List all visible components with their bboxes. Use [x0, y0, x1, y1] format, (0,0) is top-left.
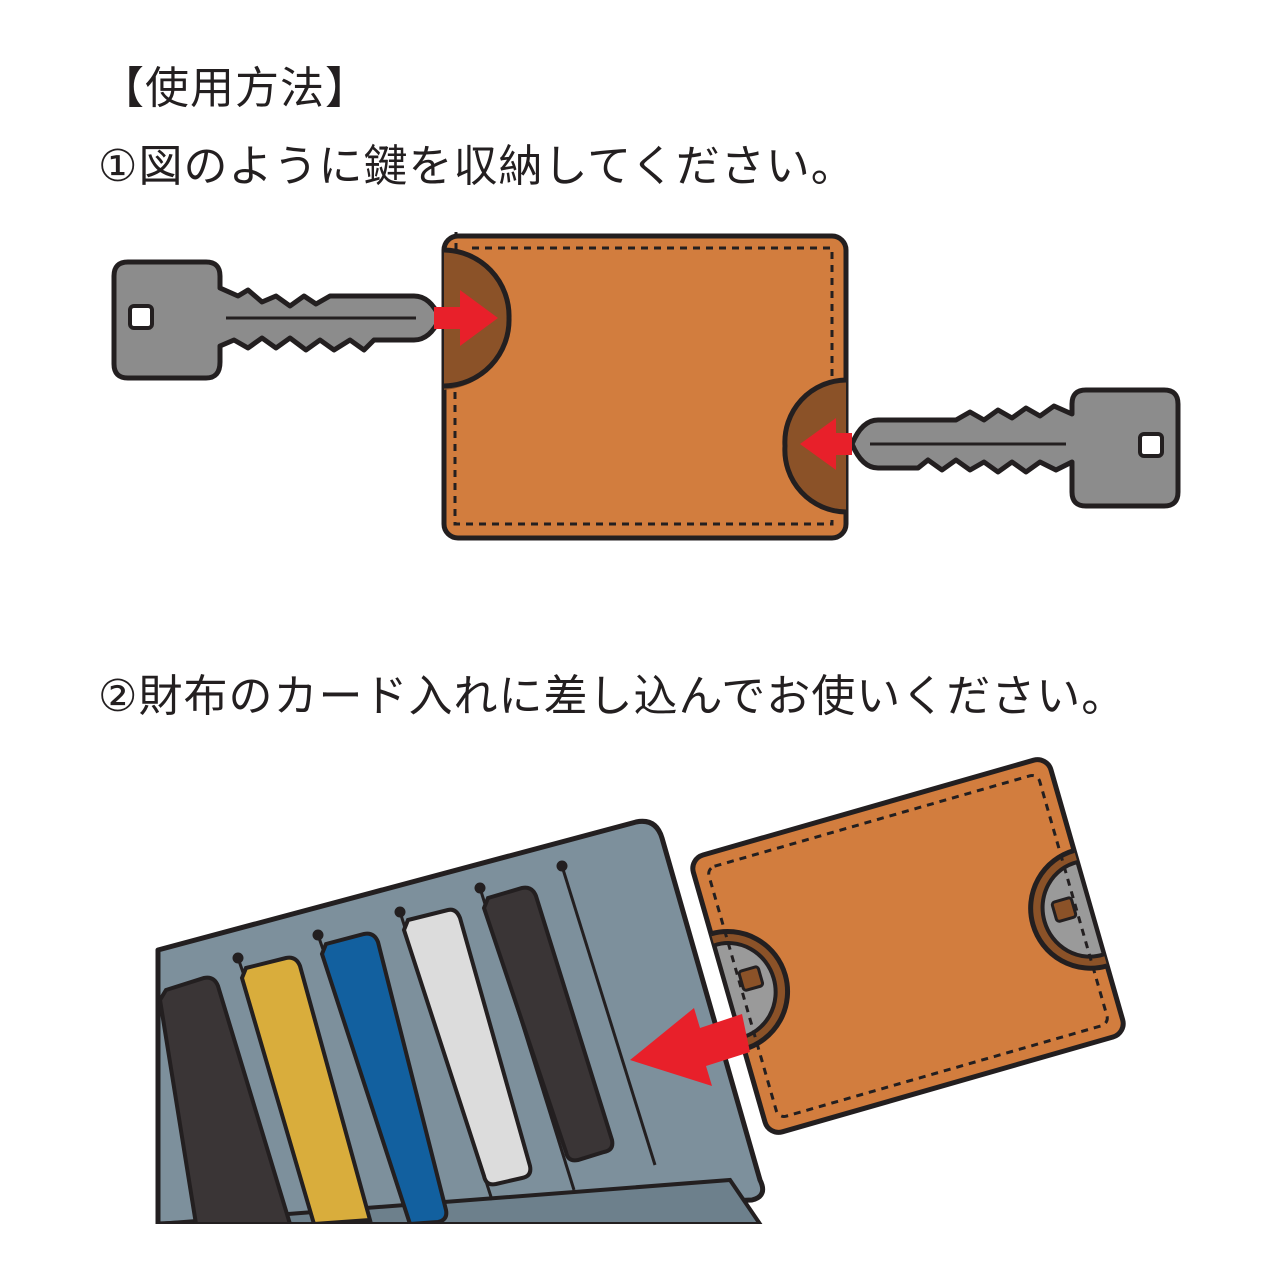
wallet-icon	[155, 818, 766, 1224]
page-heading: 【使用方法】	[100, 63, 370, 114]
step-1-instruction: ①図のように鍵を収納してください。	[98, 141, 856, 192]
insert-arrow-icon	[434, 290, 498, 346]
card-icon	[481, 885, 615, 1163]
insert-arrow-icon	[630, 1008, 750, 1086]
card-icon	[239, 955, 373, 1224]
card-icon	[401, 907, 533, 1187]
insert-arrow-icon	[800, 418, 852, 470]
key-icon	[849, 387, 1181, 509]
key-icon	[111, 259, 443, 381]
step-1-illustration	[111, 232, 1181, 541]
card-icon	[157, 975, 293, 1224]
step-2-illustration	[155, 757, 1126, 1224]
step-2-instruction: ②財布のカード入れに差し込んでお使いください。	[98, 671, 1127, 722]
leather-key-case-icon	[690, 757, 1126, 1135]
card-icon	[319, 931, 449, 1224]
leather-key-case-icon	[441, 232, 849, 541]
